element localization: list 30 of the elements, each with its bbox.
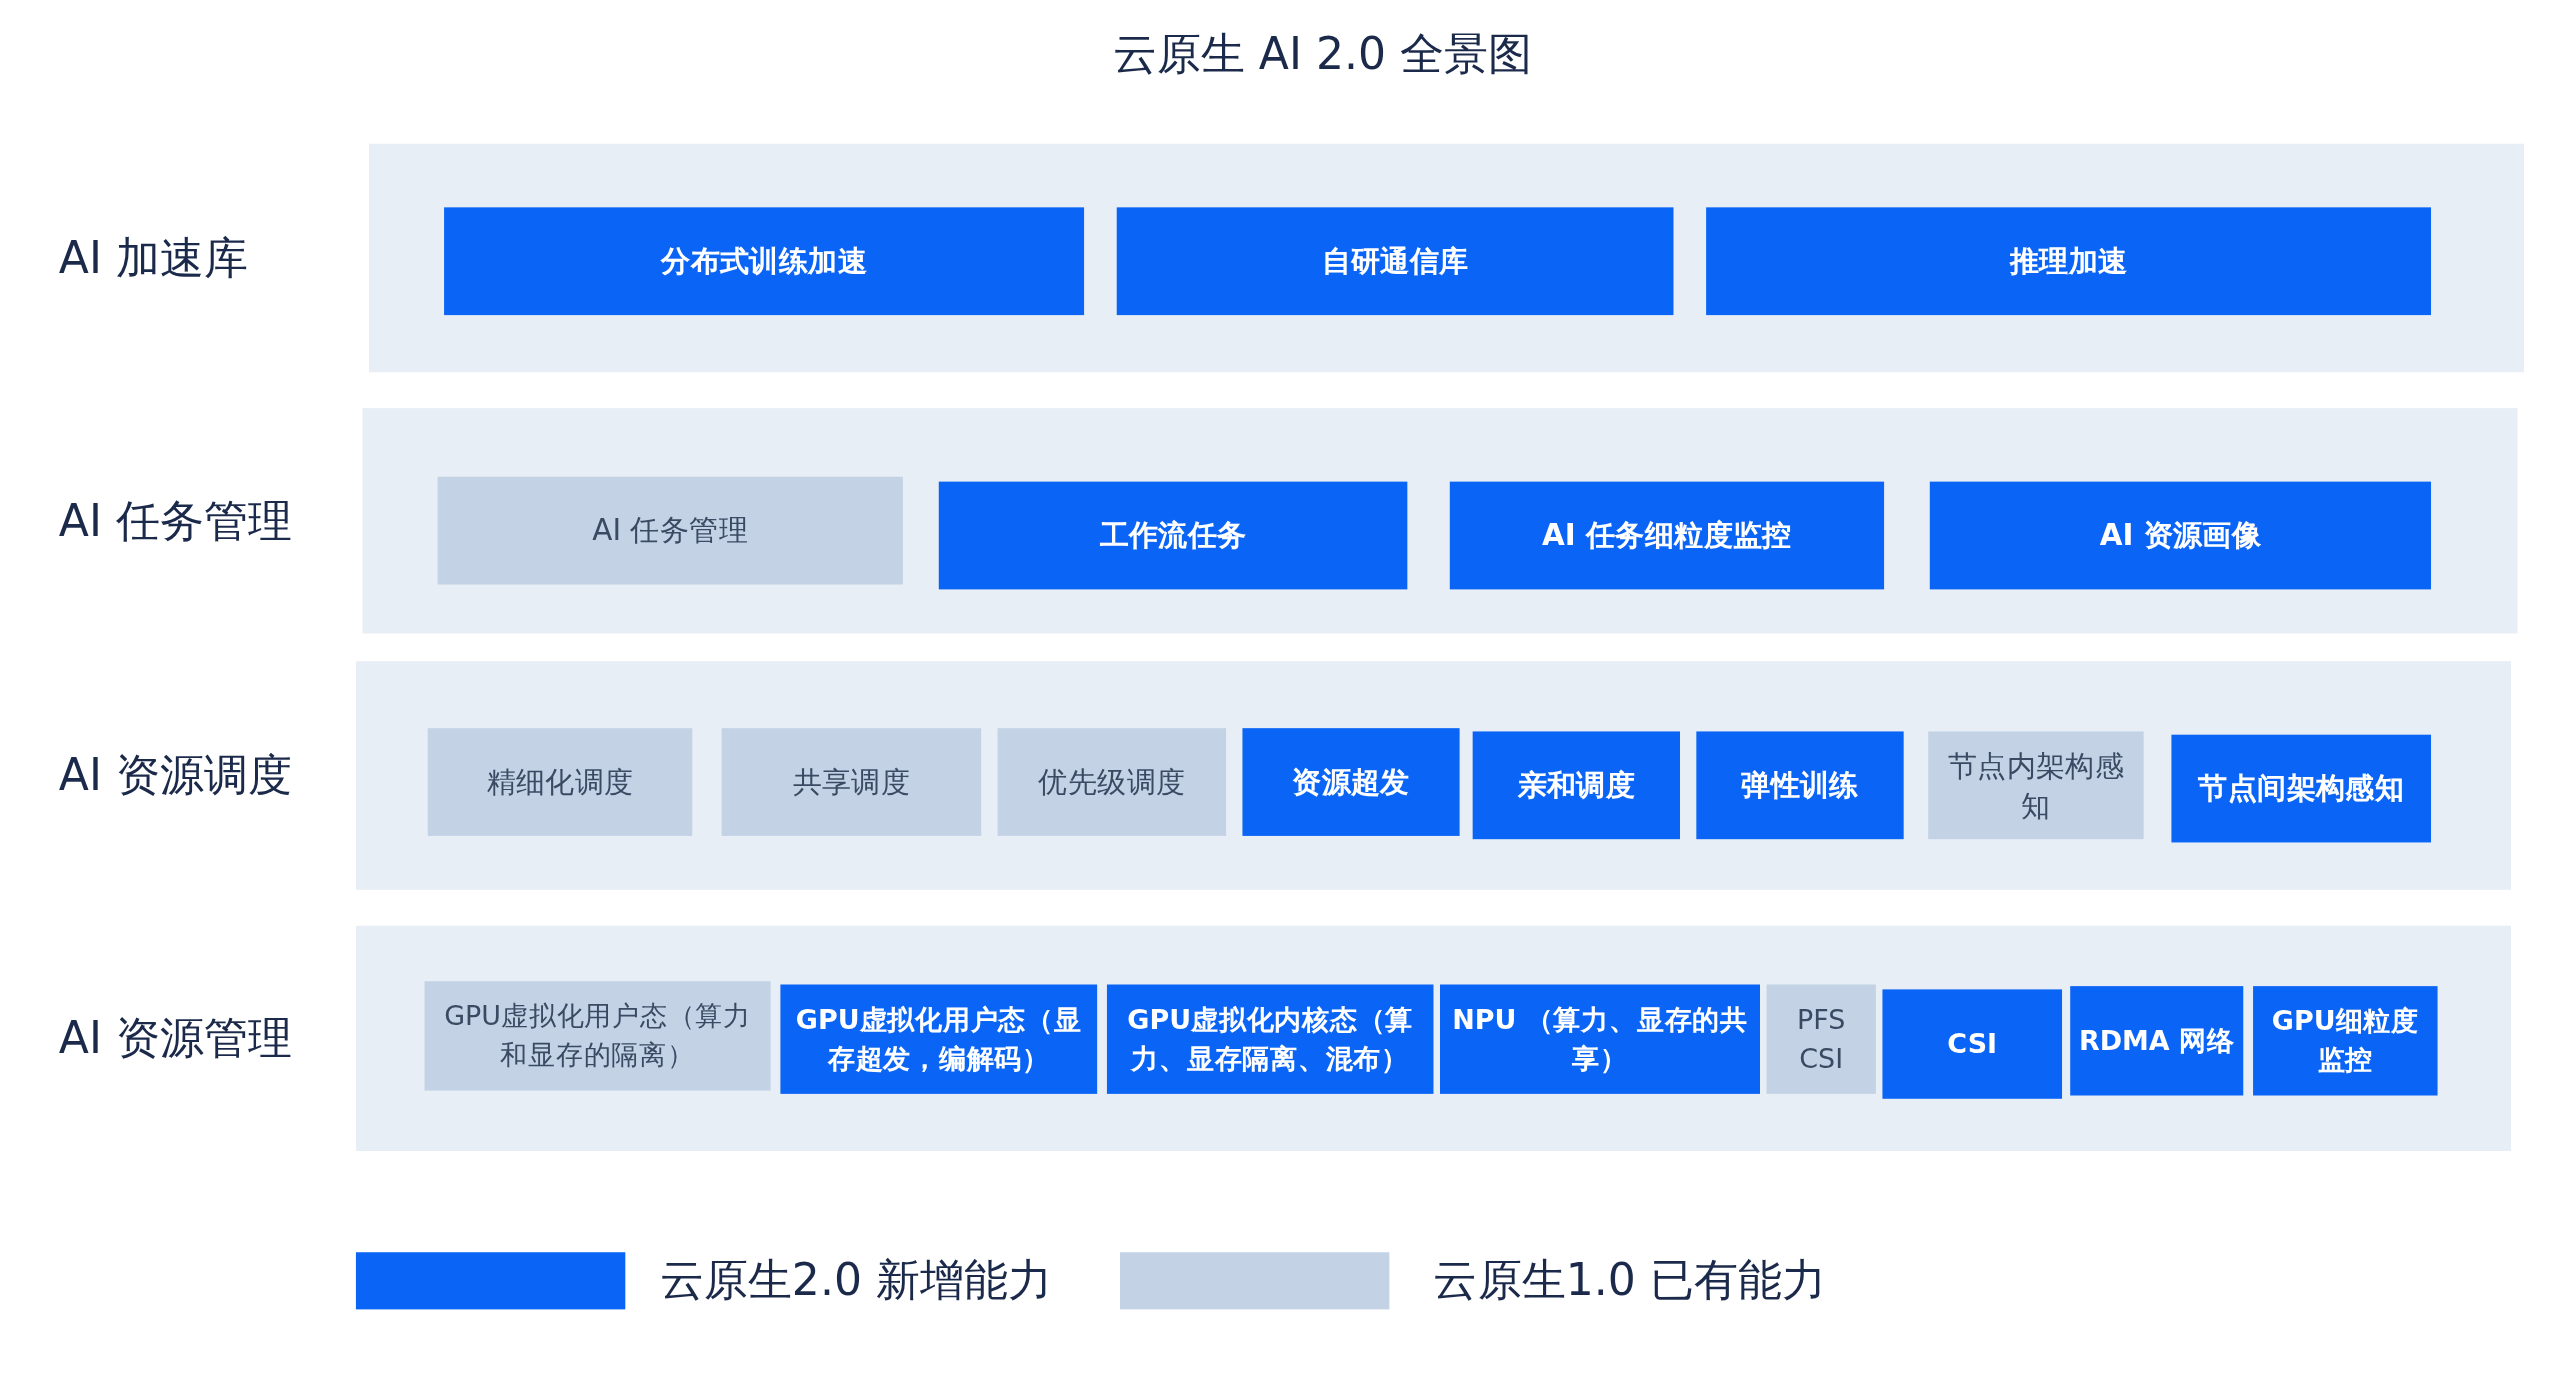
existing-capability-box: AI 任务管理 xyxy=(437,476,903,585)
capability-box: 工作流任务 xyxy=(938,481,1408,590)
capability-box: AI 任务细粒度监控 xyxy=(1449,481,1885,590)
capability-box: GPU虚拟化内核态（算力、显存隔离、混布） xyxy=(1106,984,1434,1094)
capability-box: 推理加速 xyxy=(1706,207,2431,316)
layer-heading: AI 资源管理 xyxy=(58,1011,293,1065)
layer-heading: AI 资源调度 xyxy=(58,748,293,802)
existing-capability-box: PFS CSI xyxy=(1766,984,1876,1094)
layer-heading: AI 任务管理 xyxy=(58,493,293,548)
capability-box: CSI xyxy=(1882,989,2063,1099)
capability-box: 节点间架构感知 xyxy=(2171,734,2431,843)
capability-box: 弹性训练 xyxy=(1696,731,1904,840)
capability-box: NPU （算力、显存的共享） xyxy=(1440,984,1760,1094)
capability-box: 资源超发 xyxy=(1242,728,1460,836)
capability-box: 自研通信库 xyxy=(1116,207,1674,316)
capability-box: GPU虚拟化用户态（显存超发，编解码） xyxy=(780,984,1098,1094)
existing-capability-box: 优先级调度 xyxy=(997,728,1227,836)
diagram-title: 云原生 AI 2.0 全景图 xyxy=(1112,26,1533,81)
capability-box: RDMA 网络 xyxy=(2070,986,2244,1096)
capability-box: 分布式训练加速 xyxy=(444,207,1085,316)
existing-capability-box: 节点内架构感知 xyxy=(1928,731,2144,840)
existing-capability-box: 共享调度 xyxy=(721,728,982,836)
existing-capability-box: 精细化调度 xyxy=(427,728,693,836)
existing-capability-box: GPU虚拟化用户态（算力和显存的隔离） xyxy=(424,981,771,1091)
legend-label: 云原生1.0 已有能力 xyxy=(1433,1252,1827,1307)
capability-box: AI 资源画像 xyxy=(1929,481,2431,590)
legend-label: 云原生2.0 新增能力 xyxy=(659,1252,1053,1307)
capability-box: GPU细粒度监控 xyxy=(2253,986,2438,1096)
layer-heading: AI 加速库 xyxy=(58,230,249,285)
capability-box: 亲和调度 xyxy=(1472,731,1680,840)
